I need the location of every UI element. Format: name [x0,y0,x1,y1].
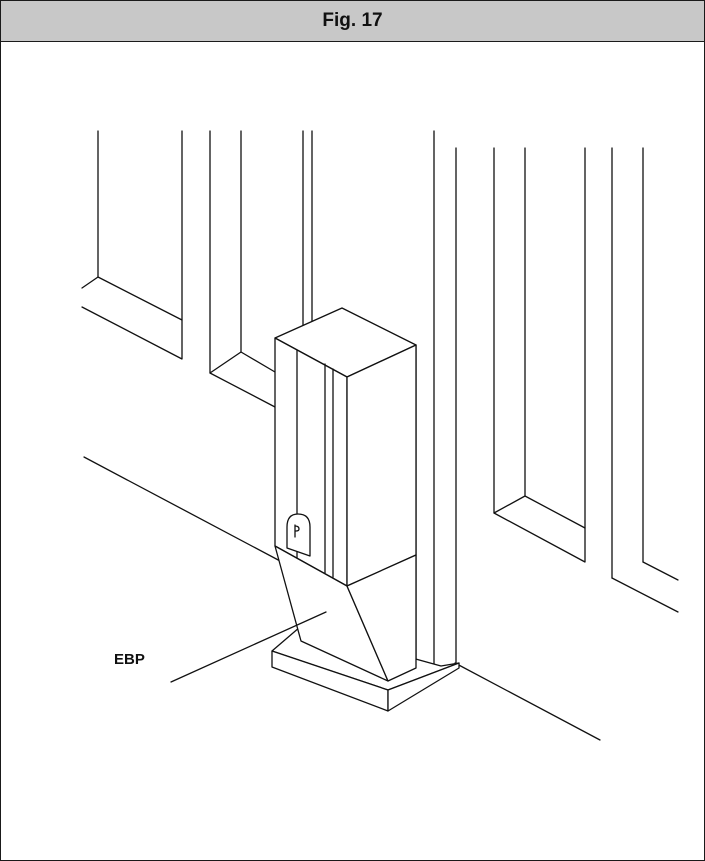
right-gate-panel [493,147,679,613]
left-gate-panel [81,130,313,408]
gate-drawing [81,130,679,741]
gate-post [415,130,457,674]
gate-bottom-rail [83,456,601,741]
ebp-leader-line [170,611,327,683]
ebp-callout-label: EBP [114,651,145,668]
ebp-cover [274,545,417,682]
figure-header: Fig. 17 [1,1,704,42]
figure-title: Fig. 17 [322,10,383,31]
key-lock-icon [286,513,311,557]
